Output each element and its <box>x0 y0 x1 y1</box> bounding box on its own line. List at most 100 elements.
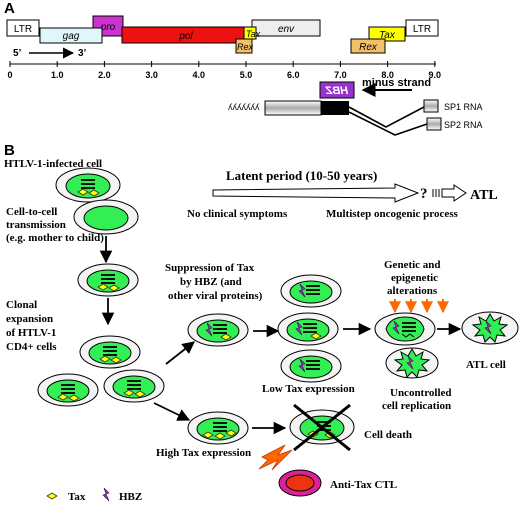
clonal-line-3: of HTLV-1 <box>6 327 56 339</box>
legend-tax-label: Tax <box>68 491 86 503</box>
tax-label: Tax <box>379 30 396 41</box>
panel-label-b: B <box>4 142 15 159</box>
sp1-exon <box>423 99 439 113</box>
pro-label: pro <box>100 22 116 33</box>
env-label: env <box>278 24 295 35</box>
sp2-rna-label: SP2 RNA <box>444 120 483 130</box>
tax-small-box: Tax <box>243 26 261 40</box>
genetic-line-1: Genetic and <box>384 259 441 271</box>
rex-label: Rex <box>359 42 378 53</box>
suppressed-cell-1 <box>187 313 249 347</box>
legend-hbz-label: HBZ <box>119 491 142 503</box>
scale-ticks: 0 1.0 2.0 3.0 4.0 5.0 6.0 7.0 8.0 9.0 <box>7 61 441 80</box>
transmission-line-3: (e.g. mother to child) <box>6 232 104 244</box>
tax-box: Tax <box>368 26 406 42</box>
atl-label: ATL <box>470 188 498 203</box>
scale-tick-label: 5.0 <box>240 70 253 80</box>
sp2-exon <box>426 117 442 131</box>
tax-small-label: Tax <box>246 29 261 39</box>
suppression-line-2: by HBZ (and <box>180 276 242 288</box>
hbz-exon-black <box>321 101 349 115</box>
scale-tick-label: 7.0 <box>334 70 347 80</box>
ltr-left-label: LTR <box>14 24 32 35</box>
hbz-exon-grey <box>264 100 322 116</box>
premalignant-cell <box>374 312 436 346</box>
high-tax-cell <box>187 411 249 445</box>
clone-cell-3 <box>37 373 99 407</box>
uncontrolled-line-2: cell replication <box>382 400 451 412</box>
multistep-label: Multistep oncogenic process <box>326 208 459 220</box>
clonal-line-1: Clonal <box>6 299 37 311</box>
minus-strand-label: minus strand <box>362 77 431 89</box>
no-symptoms-label: No clinical symptoms <box>187 208 288 220</box>
rex-small-box: Rex <box>235 38 254 54</box>
transmission-line-2: transmission <box>6 219 66 231</box>
scale-tick-label: 6.0 <box>287 70 300 80</box>
env-box: env <box>251 19 321 37</box>
scale-tick-label: 9.0 <box>429 70 442 80</box>
infected-cell-label: HTLV-1-infected cell <box>4 158 102 170</box>
ltr-right-box: LTR <box>405 19 439 37</box>
rex-box: Rex <box>350 38 386 54</box>
legend-hbz-icon <box>102 487 110 502</box>
ltr-right-label: LTR <box>413 24 431 35</box>
uncontrolled-line-1: Uncontrolled <box>390 387 452 399</box>
latent-period-arrow <box>212 183 420 203</box>
mutation-arrows <box>389 299 449 314</box>
panel-label-a: A <box>4 0 15 17</box>
suppressed-cell-top <box>280 274 342 308</box>
suppression-line-1: Suppression of Tax <box>165 262 255 274</box>
pol-box: pol <box>121 26 251 44</box>
suppressed-cell-2 <box>277 312 339 346</box>
scale-tick-label: 0 <box>7 70 12 80</box>
clone-cell-2 <box>79 335 141 369</box>
atl-cell-label: ATL cell <box>466 359 506 371</box>
legend-tax-icon <box>46 492 58 500</box>
five-prime-label: 5’ <box>13 48 22 59</box>
sp2-splice-line <box>348 111 428 136</box>
sp1-splice-line <box>348 106 425 128</box>
question-mark: ? <box>420 186 428 202</box>
gag-box: gag <box>39 27 103 44</box>
sp1-rna-label: SP1 RNA <box>444 102 483 112</box>
dead-cell <box>289 409 355 445</box>
cross-icon <box>293 403 351 452</box>
suppressed-cell-bottom <box>280 349 342 383</box>
hbz-label-mirrored: HBZ <box>324 85 348 97</box>
atl-cell <box>461 311 519 345</box>
clonal-line-2: expansion <box>6 313 53 325</box>
infected-cell <box>55 167 121 203</box>
arrow-to-high-tax <box>153 402 191 421</box>
scale-tick-label: 1.0 <box>51 70 64 80</box>
gag-label: gag <box>63 31 80 42</box>
ltr-left-box: LTR <box>6 19 40 37</box>
anti-tax-ctl-label: Anti-Tax CTL <box>330 479 397 491</box>
genetic-line-3: alterations <box>387 285 438 297</box>
scale-tick-label: 8.0 <box>381 70 394 80</box>
hbz-box: HBZ <box>319 81 355 99</box>
arrow-to-suppression <box>165 341 195 365</box>
atl-arrow <box>432 184 467 202</box>
anti-tax-ctl-cell <box>278 469 322 497</box>
transmission-line-1: Cell-to-cell <box>6 206 57 218</box>
poly-a-tail: ʎʎʎʎʎʎʎ <box>228 102 260 112</box>
cell-death-label: Cell death <box>364 429 412 441</box>
suppression-line-3: other viral proteins) <box>168 290 263 302</box>
three-prime-label: 3’ <box>78 48 87 59</box>
rex-small-label: Rex <box>237 42 254 52</box>
genetic-line-2: epigenetic <box>391 272 438 284</box>
high-tax-label: High Tax expression <box>156 447 251 459</box>
scale-tick-label: 4.0 <box>193 70 206 80</box>
uncontrolled-cell <box>385 347 439 379</box>
clone-cell-1 <box>77 263 139 297</box>
lightning-icon <box>258 444 293 471</box>
low-tax-label: Low Tax expression <box>262 383 355 395</box>
newly-infected-cell <box>73 199 139 235</box>
clone-cell-4 <box>103 369 165 403</box>
scale-tick-label: 2.0 <box>98 70 111 80</box>
pol-label: pol <box>178 31 193 42</box>
latent-period-label: Latent period (10-50 years) <box>226 168 377 183</box>
scale-tick-label: 3.0 <box>145 70 158 80</box>
clonal-line-4: CD4+ cells <box>6 341 57 353</box>
